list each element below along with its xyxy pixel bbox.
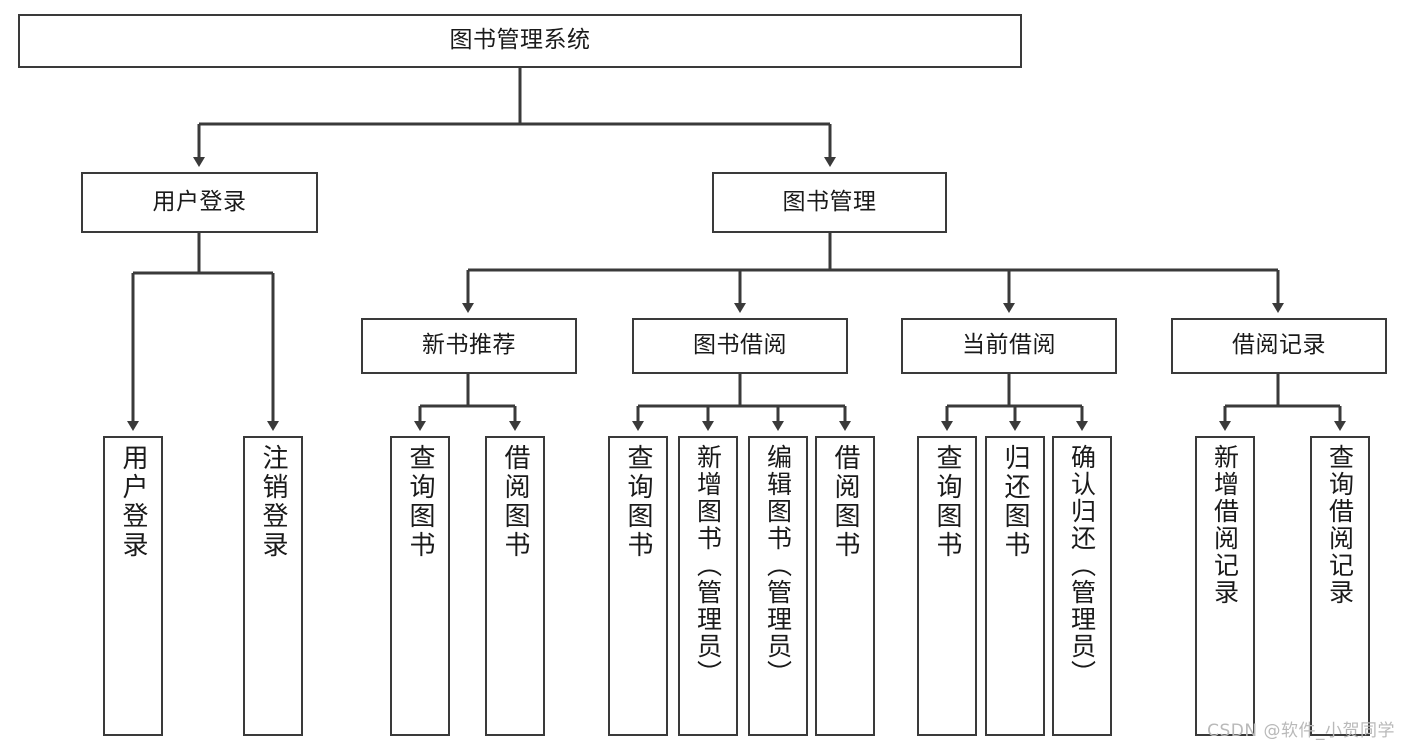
node-leaf-query-book-2-label: 查询图书 xyxy=(623,444,653,560)
node-borrow-record[interactable]: 借阅记录 xyxy=(1171,318,1387,374)
node-user-login-label: 用户登录 xyxy=(152,188,247,215)
node-leaf-borrow-book-2-label: 借阅图书 xyxy=(830,444,860,560)
node-current-borrow-label: 当前借阅 xyxy=(962,332,1056,359)
node-current-borrow[interactable]: 当前借阅 xyxy=(901,318,1117,374)
node-leaf-query-book-2[interactable]: 查询图书 xyxy=(608,436,668,736)
node-book-borrow[interactable]: 图书借阅 xyxy=(632,318,848,374)
node-leaf-return-book-label: 归还图书 xyxy=(1000,444,1030,560)
node-leaf-logout-label: 注销登录 xyxy=(258,444,288,560)
node-leaf-return-book[interactable]: 归还图书 xyxy=(985,436,1045,736)
node-leaf-query-record[interactable]: 查询借阅记录 xyxy=(1310,436,1370,736)
node-borrow-record-label: 借阅记录 xyxy=(1232,332,1326,359)
node-leaf-logout[interactable]: 注销登录 xyxy=(243,436,303,736)
node-new-book-rec-label: 新书推荐 xyxy=(422,332,516,359)
node-leaf-query-record-label: 查询借阅记录 xyxy=(1325,444,1355,606)
node-leaf-user-login[interactable]: 用户登录 xyxy=(103,436,163,736)
node-user-login[interactable]: 用户登录 xyxy=(81,172,318,233)
node-leaf-confirm-return[interactable]: 确认归还（管理员） xyxy=(1052,436,1112,736)
node-new-book-rec[interactable]: 新书推荐 xyxy=(361,318,577,374)
node-leaf-add-book[interactable]: 新增图书（管理员） xyxy=(678,436,738,736)
node-leaf-borrow-book-1-label: 借阅图书 xyxy=(500,444,530,560)
node-leaf-add-book-label: 新增图书（管理员） xyxy=(693,444,723,687)
node-book-manage[interactable]: 图书管理 xyxy=(712,172,947,233)
node-leaf-query-book-1[interactable]: 查询图书 xyxy=(390,436,450,736)
node-leaf-edit-book-label: 编辑图书（管理员） xyxy=(763,444,793,687)
node-leaf-query-book-3[interactable]: 查询图书 xyxy=(917,436,977,736)
node-leaf-borrow-book-1[interactable]: 借阅图书 xyxy=(485,436,545,736)
node-leaf-confirm-return-label: 确认归还（管理员） xyxy=(1067,444,1097,687)
node-leaf-add-record-label: 新增借阅记录 xyxy=(1210,444,1240,606)
node-leaf-borrow-book-2[interactable]: 借阅图书 xyxy=(815,436,875,736)
node-leaf-query-book-1-label: 查询图书 xyxy=(405,444,435,560)
node-leaf-query-book-3-label: 查询图书 xyxy=(932,444,962,560)
node-book-borrow-label: 图书借阅 xyxy=(693,332,787,359)
node-leaf-user-login-label: 用户登录 xyxy=(118,444,148,560)
node-root-label: 图书管理系统 xyxy=(449,27,591,54)
node-book-manage-label: 图书管理 xyxy=(782,188,877,215)
node-leaf-add-record[interactable]: 新增借阅记录 xyxy=(1195,436,1255,736)
node-leaf-edit-book[interactable]: 编辑图书（管理员） xyxy=(748,436,808,736)
node-root[interactable]: 图书管理系统 xyxy=(18,14,1022,68)
